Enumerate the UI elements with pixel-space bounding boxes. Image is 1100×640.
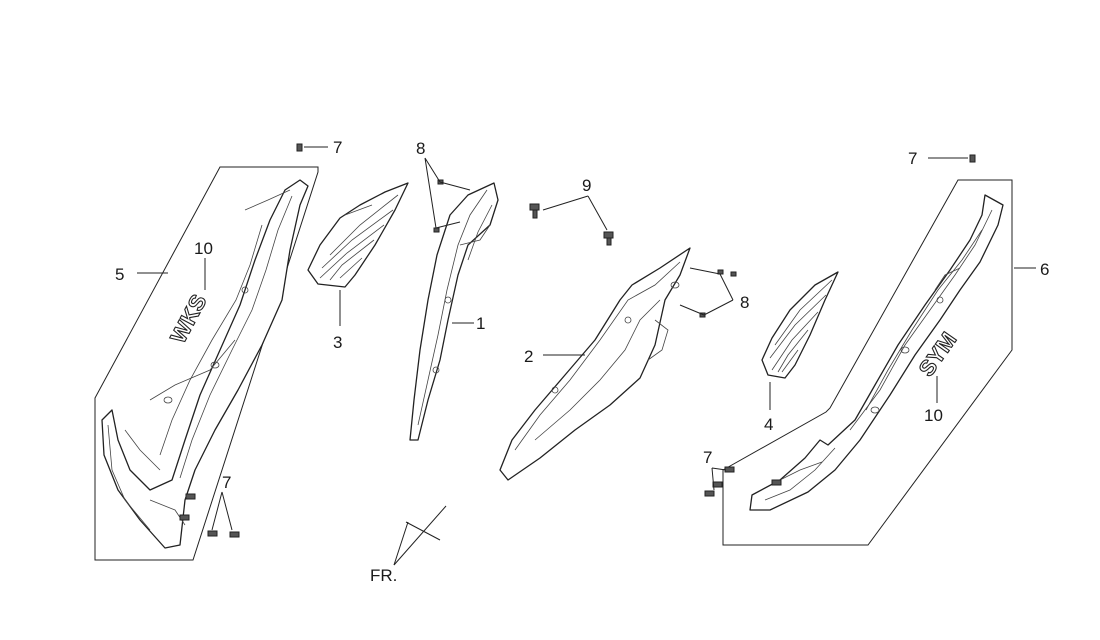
callout-4: 4: [764, 415, 773, 434]
screws-7-bottom-left: [179, 493, 240, 538]
screw-7-top-left: [296, 143, 303, 152]
callout-5: 5: [115, 265, 124, 284]
screws-8-right: [699, 269, 737, 318]
screw-7-top-right: [969, 154, 976, 163]
callout-7-bottom-right: 7: [703, 448, 712, 467]
callout-1: 1: [476, 314, 485, 333]
part-2-outer-panel: [499, 247, 691, 481]
group-box-left: [94, 166, 319, 561]
callout-8-right: 8: [740, 293, 749, 312]
group-box-right: [722, 179, 1013, 546]
callout-2: 2: [524, 347, 533, 366]
callout-6: 6: [1040, 260, 1049, 279]
callout-7-top-right: 7: [908, 149, 917, 168]
callout-10-left: 10: [194, 239, 213, 258]
screws-7-bottom-right: [704, 466, 782, 497]
logo-left: WKS: [165, 290, 211, 347]
callout-8-left: 8: [416, 139, 425, 158]
front-direction-arrow: [393, 505, 447, 566]
leader-7-bottom-right: [711, 467, 727, 491]
leader-9: [542, 195, 608, 231]
callout-3: 3: [333, 333, 342, 352]
direction-label: FR.: [370, 566, 397, 585]
part-3-left-floor-mat: [307, 182, 409, 288]
part-1-inner-panel: [409, 182, 499, 441]
part-5-left-side-cover: [101, 179, 309, 549]
leader-8-right: [679, 267, 734, 316]
callout-7-bottom-left: 7: [222, 473, 231, 492]
leader-8-left: [424, 157, 471, 229]
part-4-right-floor-mat: [761, 271, 839, 379]
part-6-right-side-cover: [749, 194, 1004, 511]
callout-7-top-left: 7: [333, 138, 342, 157]
callout-9: 9: [582, 176, 591, 195]
callout-10-right: 10: [924, 406, 943, 425]
leader-7-bottom-left: [211, 491, 233, 531]
screws-9: [529, 203, 614, 246]
